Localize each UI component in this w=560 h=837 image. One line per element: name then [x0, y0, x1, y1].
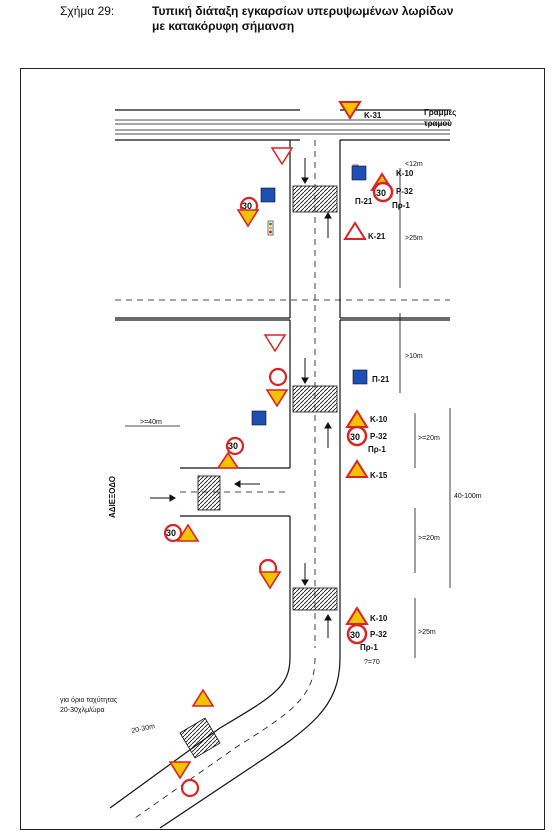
dim-40-100m: 40-100m — [454, 493, 482, 500]
sign-pr1-label: Πρ-1 — [392, 201, 410, 210]
sign-p21-label: Π-21 — [355, 197, 373, 206]
speed-sign-mid-value: 30 — [350, 432, 360, 442]
sign-k21-label: Κ-21 — [368, 232, 386, 241]
speed-sign-value: 30 — [376, 188, 386, 198]
sign-k10-mid-label: Κ-10 — [370, 415, 388, 424]
warning-sign-k31: Κ-31 — [338, 101, 382, 120]
sign-pr1-mid-label: Πρ-1 — [368, 445, 386, 454]
sign-pr1-low-label: Πρ-1 — [360, 643, 378, 652]
road-layout-diagram: Κ-31 Κ-10 30 Ρ-32 Πρ-1 Π-21 Κ-21 30 Π-21… — [60, 101, 482, 829]
dim-25m: >25m — [405, 235, 423, 242]
dim-70: ?=70 — [364, 659, 380, 666]
speed-sign-top: 30 Ρ-32 Πρ-1 — [372, 181, 413, 210]
speed-sign-side-road: 30 — [166, 528, 176, 538]
lower-left-signs — [168, 558, 282, 798]
sign-k15-label: Κ-15 — [370, 471, 388, 480]
dim-20m-lower: >=20m — [418, 535, 440, 542]
speed-sign-low-value: 30 — [350, 630, 360, 640]
figure-label: Σχήμα 29: — [60, 4, 115, 18]
dim-25m-lower: >25m — [418, 629, 436, 636]
speed-note-line-1: για όριο ταχύτητας — [60, 696, 118, 704]
dim-40m: >=40m — [140, 419, 162, 426]
figure-title-line-1: Τυπική διάταξη εγκαρσίων υπερυψωμένων λω… — [152, 4, 454, 18]
speed-note-line-2: 20-30χλμ/ώρα — [60, 706, 105, 714]
middle-left-signs: 30 — [216, 334, 289, 469]
sign-k31-label: Κ-31 — [364, 111, 382, 120]
tram-label-line-2: τραμού — [424, 119, 452, 128]
figure-title-line-2: με κατακόρυφη σήμανση — [152, 19, 295, 33]
sign-p21-mid-label: Π-21 — [372, 375, 390, 384]
tram-lines — [115, 109, 450, 141]
speed-note: για όριο ταχύτητας 20-30χλμ/ώρα — [60, 696, 118, 714]
dim-12m: <12m — [405, 161, 423, 168]
diagram-frame — [20, 68, 545, 830]
sign-k10-label: Κ-10 — [396, 169, 414, 178]
lower-right-signs: Κ-10 30 Ρ-32 Πρ-1 — [345, 606, 388, 652]
sign-p32-label: Ρ-32 — [396, 187, 413, 196]
traffic-arrows — [150, 158, 332, 638]
speed-sign-mid-left: 30 — [228, 441, 238, 451]
side-road-signs: ΑΔΙΕΞΟΔΟ 30 — [108, 476, 200, 543]
middle-right-signs: Π-21 Κ-10 30 Ρ-32 Πρ-1 Κ-15 — [345, 369, 390, 480]
main-road — [109, 140, 450, 829]
pedestrian-sign-p21-top: Π-21 — [351, 165, 373, 206]
speed-sign-upper-left: 30 — [242, 201, 252, 211]
dim-20m: >=20m — [418, 435, 440, 442]
tram-label-line-1: Γραμμές — [424, 108, 456, 117]
sign-k10-low-label: Κ-10 — [370, 614, 388, 623]
dim-20-30m: 20-30m — [131, 723, 156, 735]
dim-10m: >10m — [405, 353, 423, 360]
sign-p32-low-label: Ρ-32 — [370, 630, 387, 639]
tram-label: Γραμμές τραμού — [424, 108, 456, 128]
side-road-label: ΑΔΙΕΞΟΔΟ — [108, 476, 117, 518]
warning-sign-k21: Κ-21 — [343, 221, 386, 241]
dimension-lines — [125, 168, 451, 658]
raised-crossings — [179, 185, 338, 759]
dimension-labels: <12m >25m >10m >=20m >=40m 40-100m >=20m… — [131, 161, 482, 735]
sign-p32-mid-label: Ρ-32 — [370, 432, 387, 441]
upper-left-signs: 30 — [236, 147, 294, 228]
